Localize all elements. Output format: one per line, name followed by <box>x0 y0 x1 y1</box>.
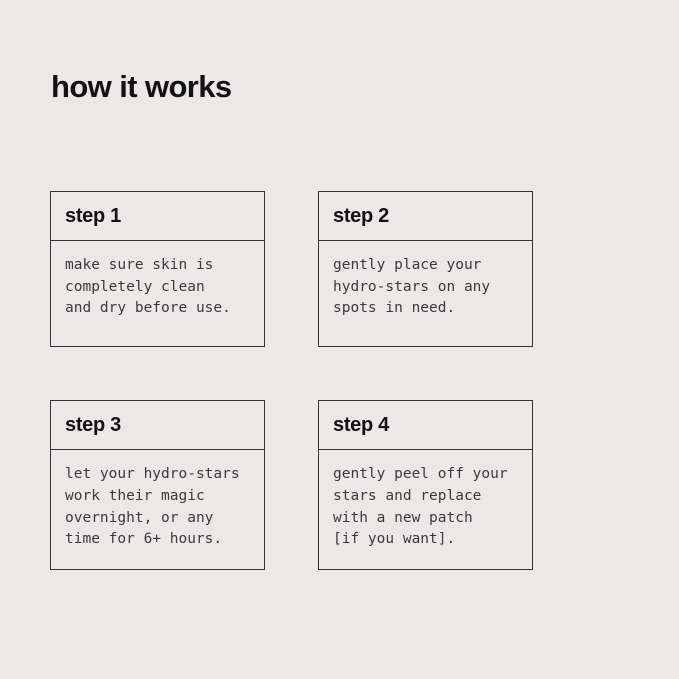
step-card-header-4: step 4 <box>319 401 532 451</box>
step-card-title-2: step 2 <box>333 205 390 227</box>
step-card-4: step 4 gently peel off your stars and re… <box>318 400 533 570</box>
step-card-2: step 2 gently place your hydro-stars on … <box>318 191 533 348</box>
step-card-header-2: step 2 <box>319 192 532 241</box>
steps-grid: step 1 make sure skin is completely clea… <box>50 191 535 570</box>
step-card-header-3: step 3 <box>51 401 264 451</box>
step-card-text-2: gently place your hydro-stars on any spo… <box>333 257 491 317</box>
step-card-text-1: make sure skin is completely clean and d… <box>65 257 231 317</box>
step-card-body-3: let your hydro-stars work their magic ov… <box>51 450 264 569</box>
step-card-body-4: gently peel off your stars and replace w… <box>319 450 532 569</box>
step-card-body-2: gently place your hydro-stars on any spo… <box>319 241 532 346</box>
step-card-3: step 3 let your hydro-stars work their m… <box>50 400 265 570</box>
step-card-1: step 1 make sure skin is completely clea… <box>50 191 265 348</box>
step-card-text-4: gently peel off your stars and replace w… <box>333 466 508 548</box>
step-card-header-1: step 1 <box>51 192 264 241</box>
step-card-title-1: step 1 <box>65 205 122 227</box>
step-card-title-4: step 4 <box>333 414 390 437</box>
step-card-title-3: step 3 <box>65 414 122 437</box>
page-title: how it works <box>51 69 232 104</box>
step-card-body-1: make sure skin is completely clean and d… <box>51 241 264 346</box>
step-card-text-3: let your hydro-stars work their magic ov… <box>65 466 240 548</box>
